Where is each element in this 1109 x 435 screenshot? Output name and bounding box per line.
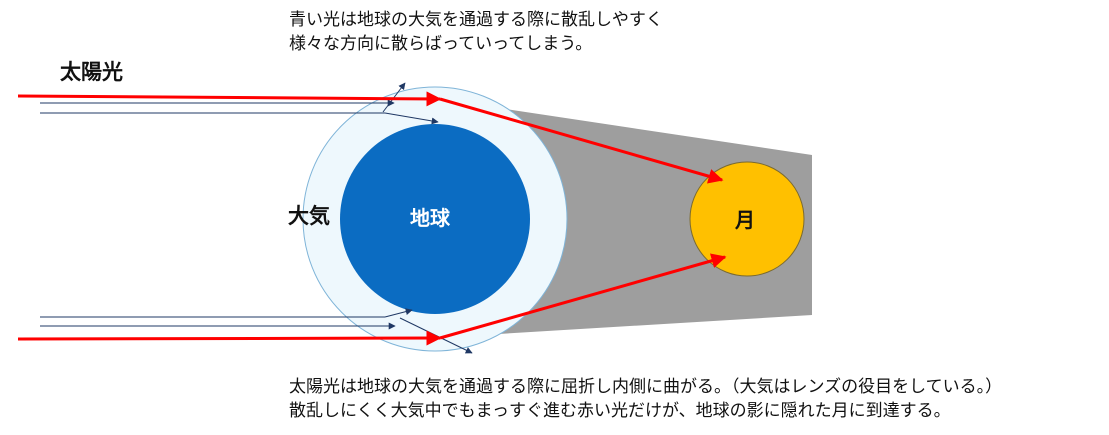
scattering-caption: 青い光は地球の大気を通過する際に散乱しやすく 様々な方向に散らばっていってしまう…	[289, 8, 663, 56]
atmosphere-label: 大気	[288, 204, 330, 228]
red-ray-bottom-refracted	[439, 253, 727, 340]
red-ray-bottom-in	[17, 330, 442, 346]
blue-ray-bottom-1-bend	[384, 308, 413, 318]
refraction-caption-line-2: 散乱しにくく大気中でもまっすぐ進む赤い光だけが、地球の影に隠れた月に到達する。	[289, 401, 951, 421]
blue-ray-top-2-bend	[384, 112, 439, 125]
moon-label: 月	[735, 208, 755, 232]
red-ray-top-refracted	[439, 97, 724, 184]
earth	[340, 124, 530, 314]
moon	[689, 161, 805, 277]
earth-label: 地球	[410, 206, 450, 230]
refraction-caption: 太陽光は地球の大気を通過する際に屈折し内側に曲がる。（大気はレンズの役目をしてい…	[289, 375, 1002, 423]
scattering-caption-line-1: 青い光は地球の大気を通過する際に散乱しやすく	[289, 10, 663, 30]
refraction-caption-line-1: 太陽光は地球の大気を通過する際に屈折し内側に曲がる。（大気はレンズの役目をしてい…	[289, 377, 1003, 397]
red-ray-top-in	[17, 91, 442, 107]
sunlight-label: 太陽光	[60, 60, 123, 84]
scattering-caption-line-2: 様々な方向に散らばっていってしまう。	[289, 34, 593, 54]
